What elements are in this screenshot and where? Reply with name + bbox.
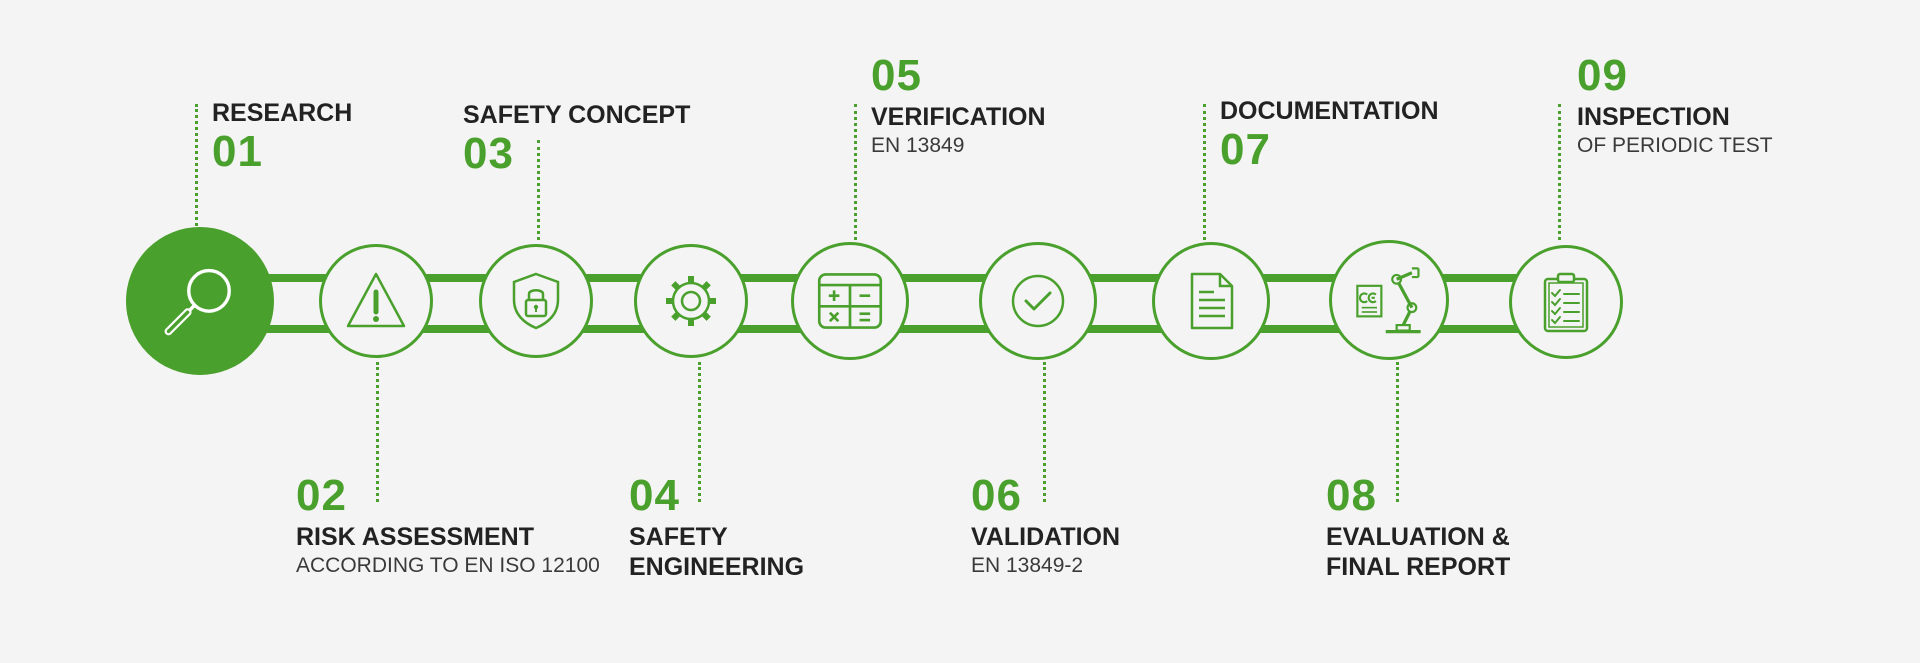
magnifier-icon (164, 268, 231, 336)
step-07-label: DOCUMENTATION 07 (1220, 96, 1439, 172)
step-02-subtitle: ACCORDING TO EN ISO 12100 (296, 554, 600, 577)
step-03-node[interactable] (479, 244, 593, 358)
connector-04 (698, 362, 701, 502)
connector-08 (1396, 362, 1399, 502)
step-05-label: 05 VERIFICATION EN 13849 (871, 54, 1046, 160)
step-09-subtitle: OF PERIODIC TEST (1577, 134, 1773, 157)
step-06-subtitle: EN 13849-2 (971, 554, 1084, 577)
step-05-title: VERIFICATION (871, 103, 1046, 131)
step-04-title-line2: ENGINEERING (629, 553, 805, 581)
connector-02 (376, 362, 379, 502)
step-08-title-line1: EVALUATION & (1326, 523, 1510, 551)
step-05-node[interactable] (791, 242, 909, 360)
step-05-subtitle: EN 13849 (871, 134, 965, 157)
step-04-node[interactable] (634, 244, 748, 358)
step-01-node[interactable] (126, 227, 274, 375)
step-09-label: 09 INSPECTION OF PERIODIC TEST (1577, 54, 1773, 160)
step-04-number: 04 (629, 471, 680, 520)
step-06-node[interactable] (979, 242, 1097, 360)
step-09-title: INSPECTION (1577, 103, 1730, 131)
step-08-title-line2: FINAL REPORT (1326, 553, 1511, 581)
step-03-label: SAFETY CONCEPT 03 (463, 100, 690, 176)
warning-icon (346, 272, 406, 328)
step-09-node[interactable] (1509, 245, 1623, 359)
step-07-title: DOCUMENTATION (1220, 97, 1439, 125)
step-09-number: 09 (1577, 51, 1628, 100)
step-07-node[interactable] (1152, 242, 1270, 360)
gear-icon (666, 276, 716, 326)
step-04-label: 04 SAFETY ENGINEERING (629, 474, 804, 582)
connector-01 (195, 104, 198, 226)
connector-06 (1043, 362, 1046, 502)
step-02-number: 02 (296, 471, 347, 520)
step-04-title-line1: SAFETY (629, 523, 728, 551)
connector-03 (537, 140, 540, 240)
step-08-number: 08 (1326, 471, 1377, 520)
clipboard-checklist-icon (1543, 272, 1589, 333)
shield-lock-icon (512, 272, 560, 330)
step-03-title: SAFETY CONCEPT (463, 101, 691, 129)
ce-robot-icon (1356, 267, 1421, 334)
connector-05 (854, 104, 857, 240)
step-01-title: RESEARCH (212, 99, 353, 127)
step-02-node[interactable] (319, 244, 433, 358)
connector-09 (1558, 104, 1561, 240)
step-01-number: 01 (212, 127, 263, 176)
step-06-label: 06 VALIDATION EN 13849-2 (971, 474, 1120, 580)
step-08-label: 08 EVALUATION & FINAL REPORT (1326, 474, 1510, 582)
step-08-node[interactable] (1329, 240, 1449, 360)
step-02-label: 02 RISK ASSESSMENT ACCORDING TO EN ISO 1… (296, 474, 600, 580)
document-icon (1190, 272, 1234, 330)
calculator-icon (817, 273, 883, 329)
checkmark-icon (1011, 274, 1065, 328)
step-05-number: 05 (871, 51, 922, 100)
connector-07 (1203, 104, 1206, 240)
step-07-number: 07 (1220, 125, 1271, 174)
step-06-title: VALIDATION (971, 523, 1121, 551)
step-06-number: 06 (971, 471, 1022, 520)
step-02-title: RISK ASSESSMENT (296, 523, 535, 551)
step-03-number: 03 (463, 129, 514, 178)
step-01-label: RESEARCH 01 (212, 98, 352, 174)
